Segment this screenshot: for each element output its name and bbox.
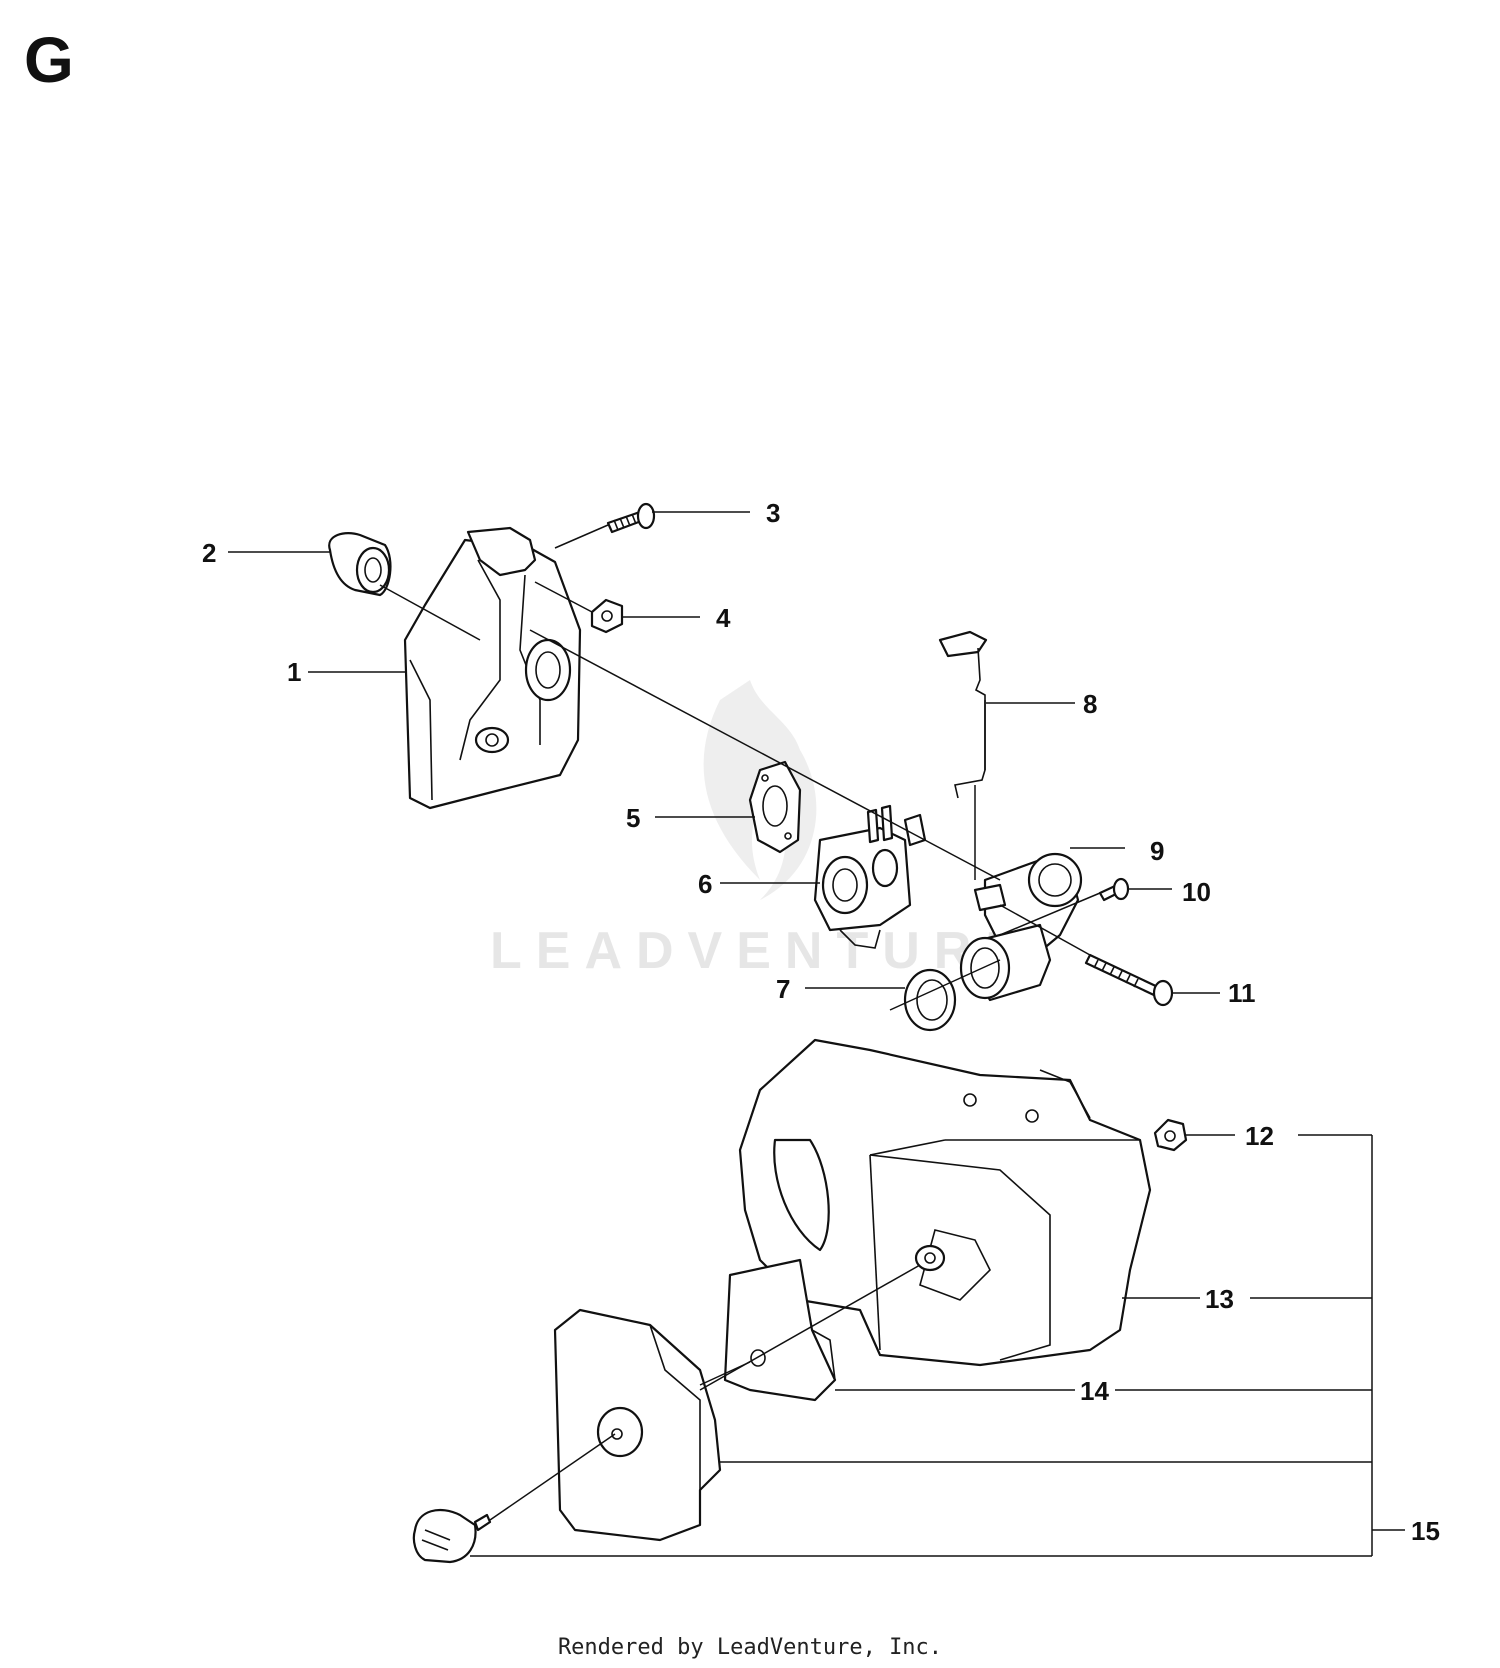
part-7-seal-ring: [903, 968, 957, 1032]
part-10-screw: [1098, 877, 1130, 902]
callout-3: 3: [766, 498, 780, 528]
leader-lines: [228, 511, 1405, 1557]
section-letter: G: [24, 24, 74, 96]
part-1-cover-bracket: [403, 526, 582, 810]
callout-7: 7: [776, 974, 790, 1004]
part-2-intake-boot: [328, 532, 392, 597]
callout-8: 8: [1083, 689, 1097, 719]
callout-12: 12: [1245, 1121, 1274, 1151]
callout-13: 13: [1205, 1284, 1234, 1314]
callout-2: 2: [202, 538, 216, 568]
callout-1: 1: [287, 657, 301, 687]
watermark-text: LEADVENTURE: [490, 922, 1034, 980]
part-4-nut: [590, 598, 624, 634]
callout-4: 4: [716, 603, 731, 633]
callout-labels: 1 2 3 4 5 6 7 8 9 10 11 12 13 14 15: [202, 498, 1440, 1546]
part-14-filter-element: [723, 1258, 837, 1402]
part-13-filter-housing: [738, 1038, 1152, 1367]
callout-14: 14: [1080, 1376, 1109, 1406]
callout-6: 6: [698, 869, 712, 899]
filter-cover-knob: [412, 1508, 492, 1564]
footer-credit: Rendered by LeadVenture, Inc.: [557, 1635, 943, 1660]
part-11-long-bolt: [1084, 953, 1174, 1007]
part-3-screw: [606, 502, 656, 534]
part-6-carburetor: [813, 804, 927, 949]
callout-5: 5: [626, 803, 640, 833]
callout-15: 15: [1411, 1516, 1440, 1546]
part-15-filter-cover: [553, 1308, 722, 1542]
callout-10: 10: [1182, 877, 1211, 907]
part-5-gasket: [748, 760, 802, 854]
part-12-hex-nut: [1153, 1118, 1188, 1152]
part-8-choke-rod: [938, 630, 988, 799]
callout-11: 11: [1228, 978, 1256, 1008]
callout-9: 9: [1150, 836, 1164, 866]
